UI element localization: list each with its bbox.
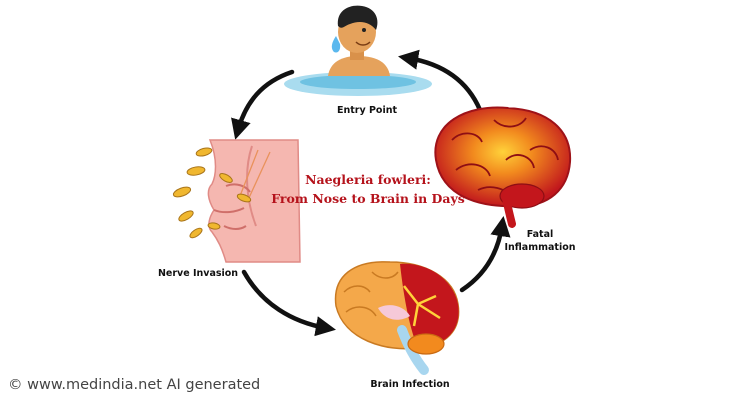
arrow-nerve-to-brain (241, 269, 336, 337)
label-nerve-invasion: Nerve Invasion (158, 268, 238, 279)
nose-illustration (207, 139, 301, 263)
arrow-fatal-to-entry (398, 49, 483, 113)
label-fatal-line2: Inflammation (504, 242, 575, 253)
arrow-entry-to-nerve (231, 69, 295, 140)
swimmer-illustration (284, 5, 432, 96)
inflamed-brain-illustration (434, 106, 572, 228)
amoeba-organisms (172, 147, 252, 239)
infected-brain-illustration (334, 261, 460, 375)
diagram-title-line1: Naegleria fowleri: (305, 172, 431, 187)
label-brain-infection: Brain Infection (370, 379, 449, 390)
label-entry-point: Entry Point (337, 105, 397, 116)
diagram-title-line2: From Nose to Brain in Days (271, 191, 465, 206)
watermark-credit: © www.medindia.net AI generated (8, 377, 261, 393)
label-fatal-line1: Fatal (527, 229, 554, 240)
arrow-brain-to-fatal (459, 215, 511, 293)
